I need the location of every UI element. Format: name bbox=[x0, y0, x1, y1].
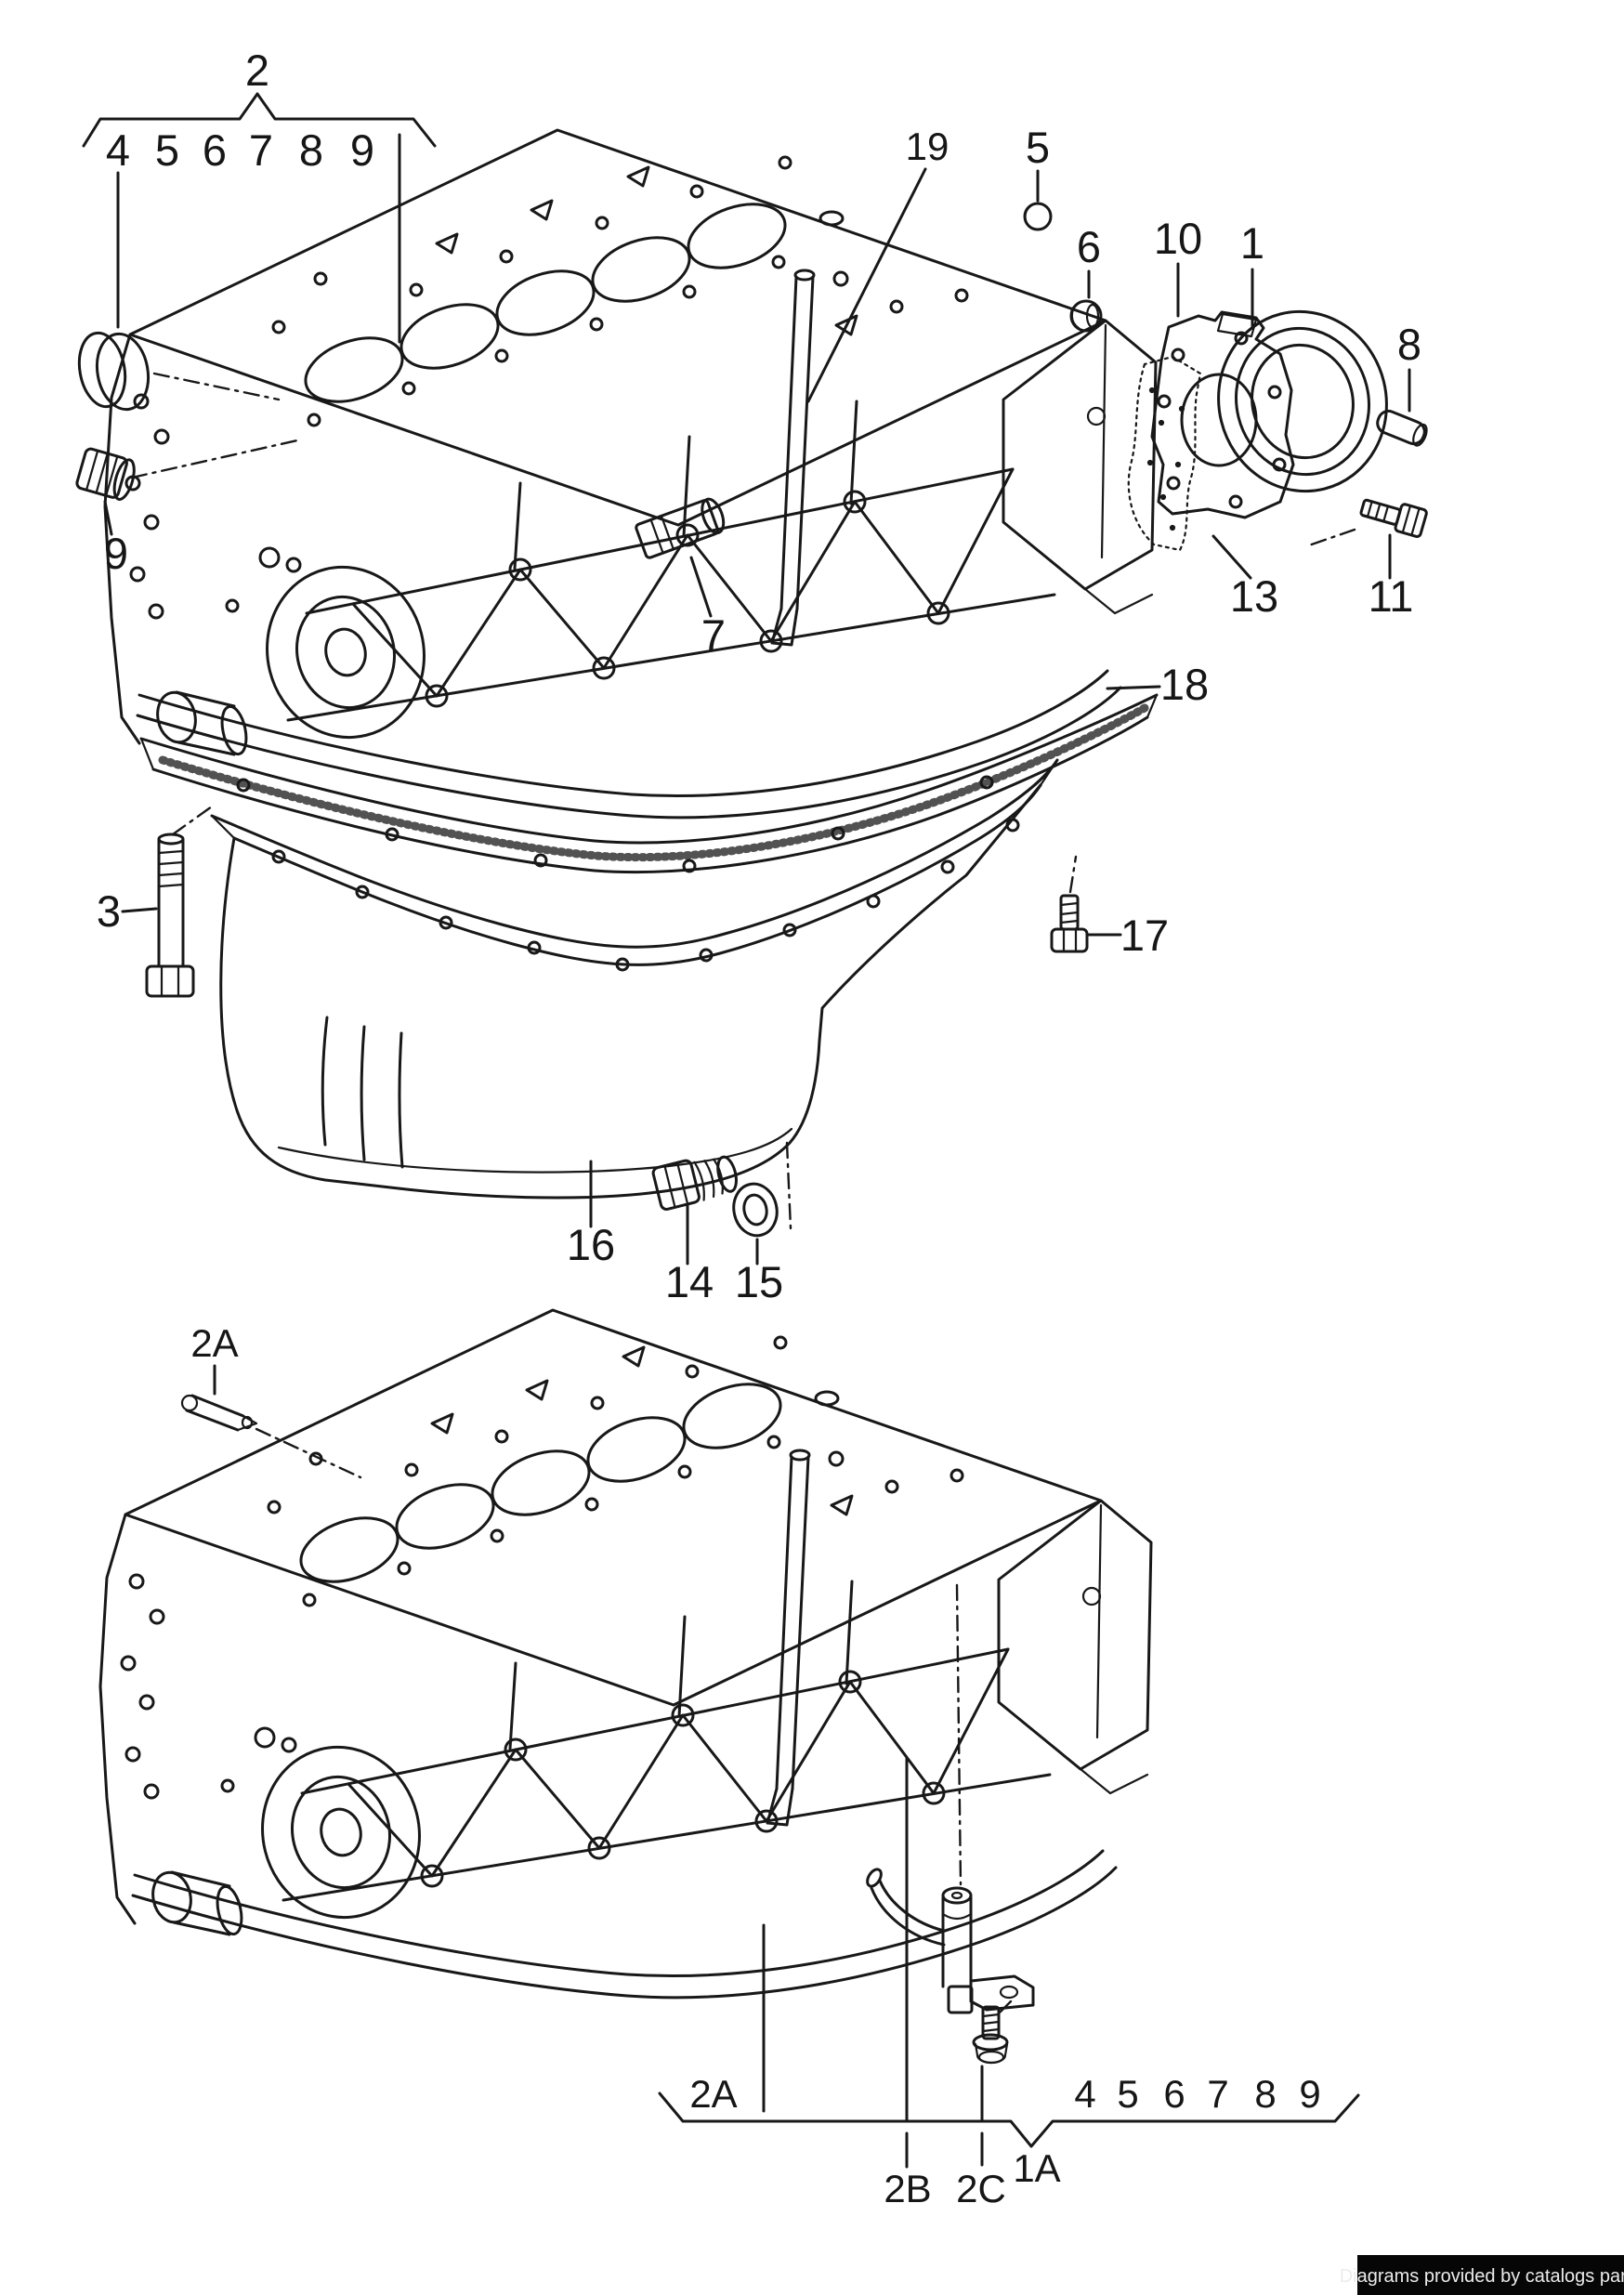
callout-11: 11 bbox=[1369, 571, 1414, 621]
dowel-sleeve bbox=[635, 497, 726, 559]
callout-2c: 2C bbox=[956, 2167, 1006, 2210]
drain-plug-seal-ring bbox=[732, 1182, 779, 1238]
callout-group-6: 6 bbox=[203, 125, 227, 175]
callout-3: 3 bbox=[97, 886, 121, 936]
callout-14: 14 bbox=[665, 1257, 714, 1306]
callout-19: 19 bbox=[906, 125, 950, 168]
callout-9: 9 bbox=[104, 529, 128, 578]
callout-13: 13 bbox=[1230, 571, 1278, 621]
core-plug-small bbox=[1023, 202, 1053, 231]
callout-5: 5 bbox=[1026, 123, 1050, 172]
callout-7: 7 bbox=[701, 610, 726, 660]
callout-group2-7: 7 bbox=[1207, 2072, 1228, 2116]
callout-group2-9: 9 bbox=[1299, 2072, 1320, 2116]
callout-labels-bottom: 2A 2A 2B 2C 1A 4 5 6 7 8 9 bbox=[190, 1321, 1320, 2210]
callout-15: 15 bbox=[735, 1257, 783, 1306]
oil-sump-gasket bbox=[139, 693, 1159, 874]
oil-jet-assembly bbox=[866, 1583, 1035, 2018]
sealing-flange bbox=[1150, 310, 1295, 519]
oil-jet-bolt bbox=[972, 2005, 1009, 2065]
callout-group-5: 5 bbox=[155, 125, 179, 175]
flange-bolt bbox=[1359, 498, 1428, 538]
callout-6: 6 bbox=[1077, 222, 1101, 271]
core-plug-large bbox=[77, 331, 151, 412]
callout-2: 2 bbox=[245, 46, 269, 95]
leader-lines-bottom bbox=[213, 1364, 1360, 2169]
provider-badge: Diagrams provided by catalogs parts bbox=[1340, 2255, 1624, 2295]
callout-2b: 2B bbox=[884, 2167, 931, 2210]
oil-spray-jet bbox=[180, 1394, 362, 1479]
callout-group2-8: 8 bbox=[1254, 2072, 1276, 2116]
sump-bolt-short bbox=[1050, 855, 1089, 953]
oil-pan bbox=[210, 758, 1059, 1230]
sump-bolt-long bbox=[145, 805, 214, 998]
oil-drain-plug bbox=[651, 1155, 738, 1211]
callout-1: 1 bbox=[1240, 218, 1264, 268]
callout-16: 16 bbox=[567, 1220, 615, 1269]
dowel-pin bbox=[1376, 409, 1428, 447]
flange-gasket bbox=[1127, 355, 1202, 552]
callout-group2-6: 6 bbox=[1163, 2072, 1185, 2116]
callout-group-9: 9 bbox=[350, 125, 374, 175]
sealing-plug bbox=[1069, 299, 1103, 333]
callout-group-4: 4 bbox=[106, 125, 130, 175]
callout-group2-4: 4 bbox=[1074, 2072, 1095, 2116]
callout-8: 8 bbox=[1397, 320, 1421, 369]
leader-lines-top bbox=[82, 92, 1411, 1266]
callout-17: 17 bbox=[1120, 911, 1169, 960]
threaded-plug bbox=[75, 447, 136, 501]
callout-2a-group: 2A bbox=[689, 2072, 737, 2116]
callout-10: 10 bbox=[1154, 214, 1202, 263]
callout-labels-top: 2 4 5 6 7 8 9 19 5 6 10 1 8 9 7 13 11 18… bbox=[97, 46, 1421, 1306]
callout-1a: 1A bbox=[1013, 2146, 1060, 2190]
callout-2a-jet: 2A bbox=[190, 1321, 238, 1365]
callout-group-7: 7 bbox=[249, 125, 273, 175]
crankshaft-oil-seal bbox=[1217, 309, 1388, 493]
callout-18: 18 bbox=[1160, 660, 1209, 709]
callout-group-8: 8 bbox=[299, 125, 323, 175]
provider-badge-text: Diagrams provided by catalogs parts bbox=[1340, 2266, 1624, 2287]
callout-group2-5: 5 bbox=[1117, 2072, 1138, 2116]
